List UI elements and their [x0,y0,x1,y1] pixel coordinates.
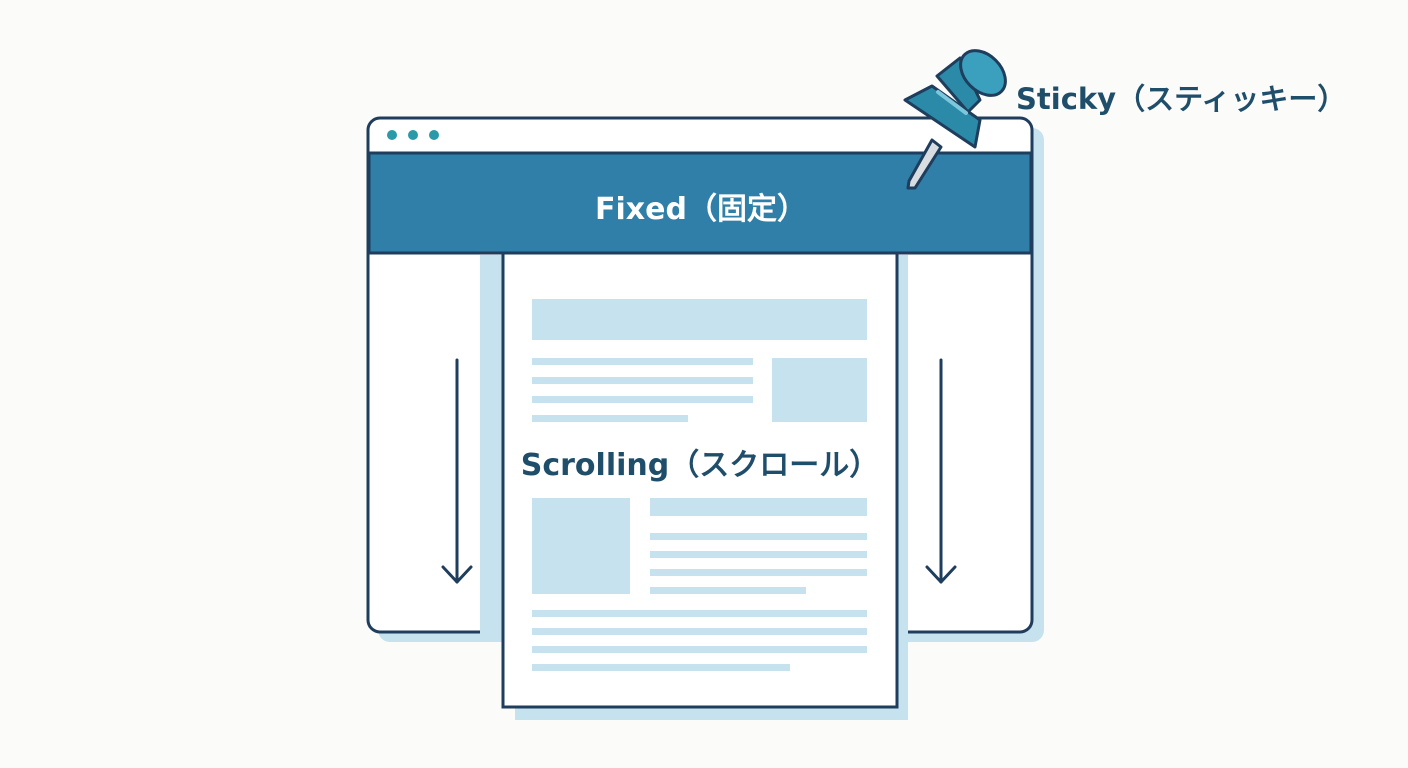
placeholder-line [532,664,790,671]
placeholder-line [650,569,867,576]
placeholder-line [650,533,867,540]
page-content [532,299,867,671]
placeholder-line [650,551,867,558]
placeholder-line [532,646,867,653]
fixed-label: Fixed（固定） [595,192,807,227]
placeholder-title-bar [532,299,867,340]
placeholder-image [532,498,630,594]
pushpin-icon [903,49,1007,190]
placeholder-line [532,610,867,617]
window-dot [429,130,439,140]
arrow-down-icon [925,358,957,584]
placeholder-line [650,587,806,594]
placeholder-line [532,358,753,365]
placeholder-line [532,415,688,422]
scrolling-label: Scrolling（スクロール） [520,448,880,483]
placeholder-line [532,396,753,403]
window-dots [387,130,439,140]
placeholder-line [532,628,867,635]
placeholder-line [650,498,867,516]
placeholder-line [532,377,753,384]
window-dot [408,130,418,140]
window-dot [387,130,397,140]
sticky-label: Sticky（スティッキー） [1016,82,1347,116]
scrolling-page-shadow-right [897,255,908,720]
arrow-down-icon [441,358,473,584]
scrolling-page-shadow [480,255,504,635]
placeholder-image [772,358,867,422]
